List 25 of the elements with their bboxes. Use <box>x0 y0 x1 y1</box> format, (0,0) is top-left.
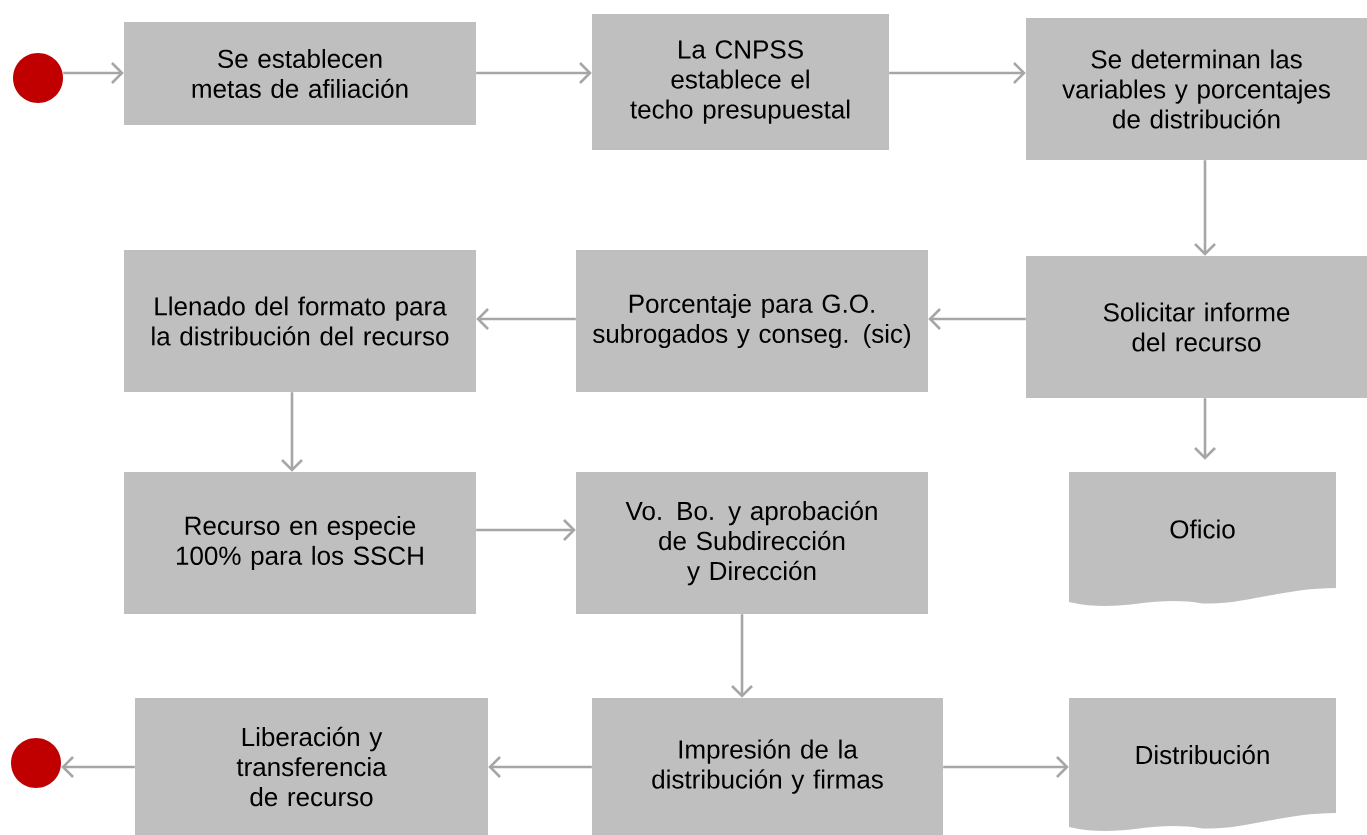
arrow <box>476 308 576 330</box>
arrow <box>1194 398 1216 460</box>
arrow <box>476 62 592 84</box>
process-box: Porcentaje para G.O. subrogados y conseg. (sic) <box>576 250 928 392</box>
arrow <box>889 62 1026 84</box>
start-end-dot <box>11 738 61 788</box>
start-end-dot <box>13 53 63 103</box>
arrow <box>1194 160 1216 256</box>
process-box: Liberación y transferencia de recurso <box>135 698 488 835</box>
arrow <box>476 519 576 541</box>
process-box: Se establecen metas de afiliación <box>124 22 476 125</box>
process-box: Solicitar informe del recurso <box>1026 256 1367 398</box>
arrow <box>63 62 124 84</box>
process-box: Llenado del formato para la distribución del recurso <box>124 250 476 392</box>
process-box: Se determinan las variables y porcentajes de distribución <box>1026 18 1367 160</box>
arrow <box>943 756 1069 778</box>
arrow <box>731 614 753 698</box>
arrow <box>488 756 592 778</box>
process-box: La CNPSS establece el techo presupuestal <box>592 14 889 150</box>
process-box: Recurso en especie 100% para los SSCH <box>124 472 476 614</box>
arrow <box>281 392 303 472</box>
process-box: Vo. Bo. y aprobación de Subdirección y Dirección <box>576 472 928 614</box>
process-box: Impresión de la distribución y firmas <box>592 698 943 835</box>
arrow <box>61 756 135 778</box>
arrow <box>928 308 1026 330</box>
